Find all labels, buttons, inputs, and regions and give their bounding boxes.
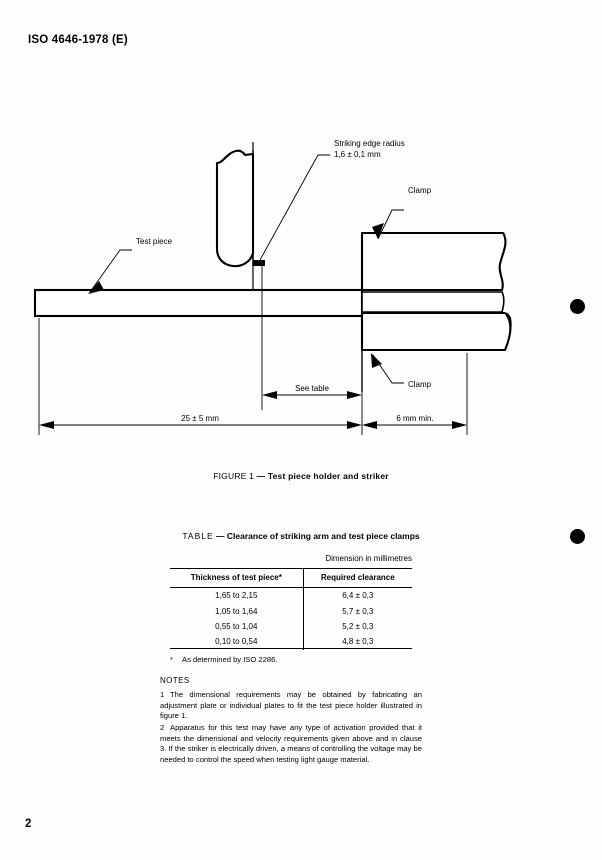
table-caption-label: TABLE	[182, 531, 214, 541]
cell-thickness: 1,65 to 2,15	[215, 591, 258, 601]
label-dim-6mm-min: 6 mm min.	[396, 414, 433, 423]
footnote-text: As determined by ISO 2286.	[182, 655, 278, 664]
dimension-6mm-min	[362, 421, 467, 429]
cell-thickness: 1,05 to 1,64	[215, 606, 258, 616]
label-clamp-upper: Clamp	[408, 186, 432, 195]
table-dimension-note: Dimension in millimetres	[325, 554, 412, 563]
table-row: 1,65 to 2,15 6,4 ± 0,3	[170, 587, 412, 604]
column-header-clearance: Required clearance	[302, 568, 412, 588]
cell-thickness: 0,55 to 1,04	[215, 621, 258, 631]
striker-tip-block	[253, 260, 265, 266]
leader-striking-edge-radius	[259, 154, 330, 261]
cell-thickness: 0,10 to 0,54	[215, 637, 258, 647]
dimension-see-table	[262, 391, 362, 399]
cell-clearance: 5,7 ± 0,3	[302, 603, 412, 619]
table-footnote: * As determined by ISO 2286.	[170, 655, 277, 664]
table-row: 1,05 to 1,64 5,7 ± 0,3	[170, 603, 412, 619]
dimension-extension-lines	[38, 260, 468, 435]
document-header: ISO 4646-1978 (E)	[28, 34, 128, 46]
table-caption-dash: —	[216, 531, 225, 541]
table-caption-title: Clearance of striking arm and test piece…	[226, 531, 420, 541]
table-row: 0,10 to 0,54 4,8 ± 0,3	[170, 634, 412, 650]
technical-drawing-svg: Striking edge radius 1,6 ± 0,1 mm Clamp	[33, 139, 512, 435]
label-dim-25mm: 25 ± 5 mm	[181, 414, 219, 423]
table-caption: TABLE — Clearance of striking arm and te…	[0, 531, 602, 541]
notes-heading: NOTES	[160, 676, 190, 685]
clearance-table: Thickness of test piece* Required cleara…	[170, 568, 412, 650]
label-clamp-lower: Clamp	[408, 380, 432, 389]
figure-1-drawing: Striking edge radius 1,6 ± 0,1 mm Clamp	[0, 110, 602, 470]
label-striking-edge-radius-line2: 1,6 ± 0,1 mm	[334, 150, 381, 159]
registration-mark-upper	[570, 299, 585, 314]
table-row: 0,55 to 1,04 5,2 ± 0,3	[170, 618, 412, 635]
figure-caption-title: Test piece holder and striker	[267, 471, 389, 481]
note-text: The dimensional requirements may be obta…	[160, 690, 422, 721]
column-header-thickness: Thickness of test piece*	[170, 568, 304, 588]
figure-caption-label: FIGURE 1	[213, 471, 255, 481]
lower-clamp-outline	[362, 313, 512, 352]
striker-blade	[215, 149, 255, 268]
cell-clearance: 4,8 ± 0,3	[302, 634, 412, 650]
table-header-row: Thickness of test piece* Required cleara…	[170, 568, 412, 588]
page-number: 2	[25, 818, 32, 830]
table-bottom-rule	[170, 648, 412, 650]
figure-caption-dash: —	[256, 471, 266, 481]
figure-caption: FIGURE 1 — Test piece holder and striker	[0, 471, 602, 481]
note-number: 2	[160, 723, 165, 732]
leader-clamp-upper	[372, 209, 404, 240]
note-text: Apparatus for this test may have any typ…	[160, 723, 422, 764]
label-striking-edge-radius-line1: Striking edge radius	[334, 139, 405, 148]
cell-clearance: 5,2 ± 0,3	[302, 618, 412, 635]
test-piece-bar	[33, 288, 505, 318]
registration-mark-lower	[570, 529, 585, 544]
dimension-25mm	[39, 421, 362, 429]
leader-test-piece	[88, 249, 132, 294]
label-test-piece: Test piece	[136, 237, 173, 246]
leader-clamp-lower	[371, 353, 404, 384]
cell-clearance: 6,4 ± 0,3	[302, 587, 412, 604]
note-number: 1	[160, 690, 165, 699]
upper-clamp-block	[360, 231, 507, 292]
footnote-marker: *	[170, 655, 173, 664]
label-see-table: See table	[295, 384, 329, 393]
